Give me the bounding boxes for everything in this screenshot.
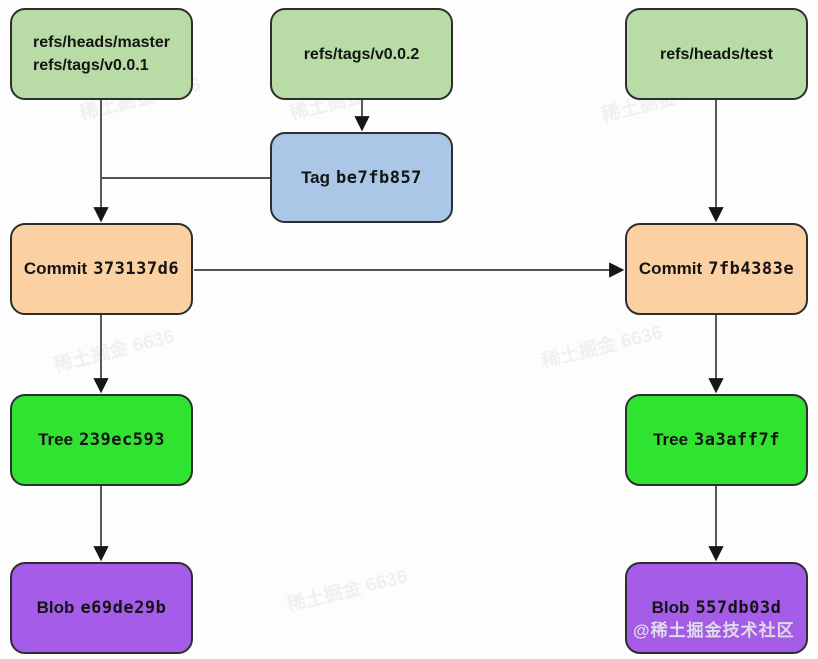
node-blob-right: Blob 557db03d [625,562,808,654]
blob-label: Blob [36,598,75,617]
node-ref-master: refs/heads/master refs/tags/v0.0.1 [10,8,193,100]
node-tree-left: Tree 239ec593 [10,394,193,486]
blob-label: Blob [651,598,690,617]
tree-label: Tree [38,430,74,449]
tag-hash: be7fb857 [336,167,422,188]
commit-label: Commit [638,259,703,278]
site-credit-watermark: @稀土掘金技术社区 [633,621,795,640]
commit-hash: 7fb4383e [708,259,795,279]
ref-line: refs/heads/master [33,34,170,51]
watermark-tile: 稀土掘金 6636 [51,326,177,377]
ref-line: refs/tags/v0.0.1 [33,57,149,74]
ref-line: refs/tags/v0.0.2 [303,45,420,63]
tree-hash: 3a3aff7f [694,430,780,450]
ref-line: refs/heads/test [660,45,773,63]
node-blob-left: Blob e69de29b [10,562,193,654]
tree-label: Tree [653,430,689,449]
node-tree-right: Tree 3a3aff7f [625,394,808,486]
blob-hash: e69de29b [80,598,167,618]
node-tag: Tag be7fb857 [270,132,453,223]
commit-label: Commit [23,259,88,278]
node-commit-left: Commit 373137d6 [10,223,193,315]
tree-hash: 239ec593 [79,430,165,450]
node-ref-v002: refs/tags/v0.0.2 [270,8,453,100]
tag-label: Tag [301,167,331,187]
node-commit-right: Commit 7fb4383e [625,223,808,315]
node-ref-test: refs/heads/test [625,8,808,100]
commit-hash: 373137d6 [93,259,180,279]
watermark-tile: 稀土掘金 6636 [539,322,665,373]
watermark-tile: 稀土掘金 6636 [284,566,410,617]
blob-hash: 557db03d [695,598,782,618]
